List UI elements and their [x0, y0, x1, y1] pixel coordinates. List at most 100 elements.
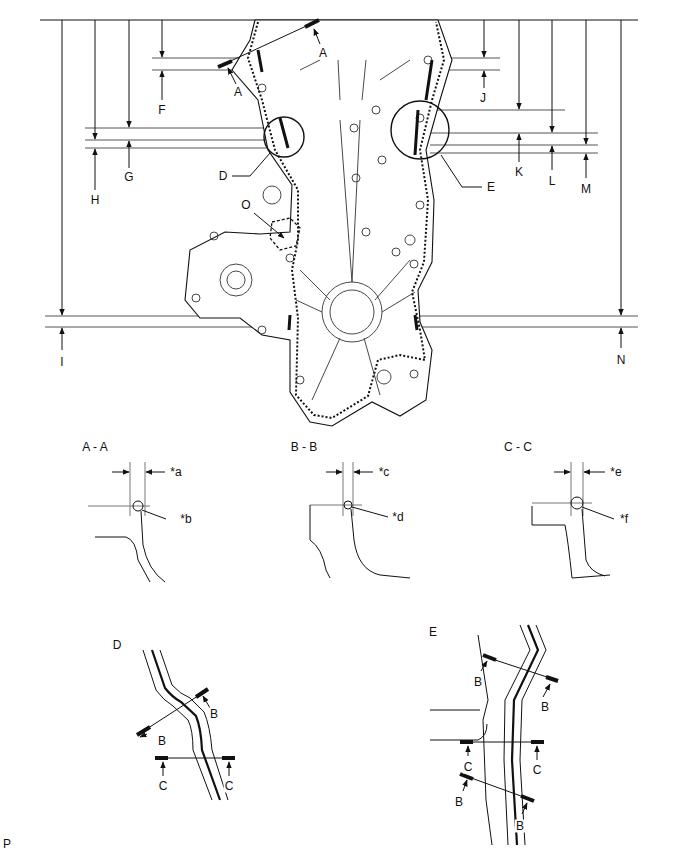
- line-art: [430, 710, 487, 740]
- cover-outline: [185, 20, 452, 426]
- line-art: [137, 727, 150, 735]
- callout-label: *f: [619, 513, 629, 526]
- line-art: [543, 684, 550, 697]
- line-art: [554, 472, 570, 473]
- sealant-line: [248, 22, 444, 418]
- callout-label: *b: [179, 513, 192, 526]
- line-art: [85, 140, 290, 141]
- callout-label: A: [318, 47, 328, 60]
- callout-label: P: [2, 837, 12, 850]
- callout-label: C - C: [503, 441, 533, 454]
- line-art: [326, 472, 342, 473]
- callout-label: B: [473, 676, 483, 689]
- line-art: [392, 248, 400, 256]
- line-art: [546, 677, 558, 681]
- line-art: [129, 20, 130, 127]
- line-art: [228, 68, 236, 84]
- callout-label: D: [112, 639, 123, 652]
- callout-label: B: [454, 796, 464, 809]
- callout-label: F: [157, 104, 166, 117]
- detail-view: [430, 625, 558, 845]
- line-art: [377, 370, 391, 384]
- line-art: [264, 117, 304, 157]
- callout-label: A: [233, 86, 243, 99]
- line-art: [344, 501, 352, 509]
- line-art: [248, 22, 444, 418]
- line-art: [504, 625, 530, 845]
- line-art: [416, 201, 424, 209]
- line-art: [483, 655, 496, 660]
- cut-mark: [218, 20, 320, 84]
- line-art: [152, 650, 220, 800]
- line-art: [286, 254, 294, 262]
- line-art: [430, 133, 598, 134]
- line-art: [142, 510, 166, 519]
- line-art: [203, 696, 210, 708]
- line-art: [314, 29, 320, 44]
- line-art: [481, 661, 487, 671]
- callout-label: L: [548, 175, 557, 188]
- callout-label: I: [59, 356, 64, 369]
- line-art: [372, 106, 380, 114]
- callout-label: M: [580, 183, 592, 196]
- callout-label: E: [428, 626, 438, 639]
- callout-label: D: [218, 170, 229, 183]
- line-art: [586, 154, 587, 178]
- line-art: [141, 511, 165, 582]
- line-art: [85, 128, 290, 129]
- callout-label: G: [123, 171, 134, 184]
- line-art: [296, 120, 415, 400]
- line-art: [305, 20, 319, 27]
- line-art: [519, 134, 520, 162]
- line-art: [462, 742, 542, 743]
- line-art: [310, 505, 362, 506]
- line-art: [258, 50, 432, 330]
- line-art: [391, 101, 449, 159]
- line-art: [88, 506, 150, 507]
- line-art: [430, 145, 598, 146]
- line-art: [552, 20, 553, 132]
- callout-label: E: [486, 181, 496, 194]
- line-art: [95, 149, 96, 190]
- line-art: [460, 740, 473, 744]
- line-art: [185, 20, 452, 426]
- callout-label: B: [515, 820, 525, 833]
- callout-label: C: [532, 764, 543, 777]
- callout-label: N: [616, 354, 627, 367]
- callout-label: O: [240, 199, 251, 212]
- line-art: [85, 148, 290, 149]
- callout-label: *e: [609, 466, 622, 479]
- line-art: [468, 746, 469, 756]
- line-art: [519, 20, 520, 109]
- line-art: [155, 756, 168, 760]
- line-art: [95, 20, 96, 139]
- section-view: [310, 462, 410, 578]
- line-art: [352, 174, 360, 182]
- line-art: [522, 803, 527, 814]
- line-art: [232, 153, 270, 176]
- line-art: [531, 740, 544, 744]
- detail-circles: [232, 101, 482, 187]
- line-art: [146, 472, 165, 473]
- line-art: [145, 462, 146, 516]
- line-art: [430, 110, 565, 111]
- callout-label: H: [90, 194, 101, 207]
- line-art: [537, 746, 538, 760]
- line-art: [463, 780, 467, 791]
- line-art: [484, 71, 485, 88]
- line-art: [460, 774, 473, 779]
- callout-label: K: [514, 166, 524, 179]
- line-art: [352, 507, 388, 517]
- line-art: [584, 472, 605, 473]
- line-art: [129, 141, 130, 168]
- line-art: [310, 505, 330, 578]
- line-art: [160, 650, 228, 800]
- line-art: [512, 625, 538, 845]
- line-art: [258, 326, 266, 334]
- line-art: [351, 509, 410, 578]
- line-art: [441, 155, 482, 187]
- line-art: [140, 734, 147, 737]
- line-art: [362, 228, 370, 236]
- line-art: [430, 153, 598, 154]
